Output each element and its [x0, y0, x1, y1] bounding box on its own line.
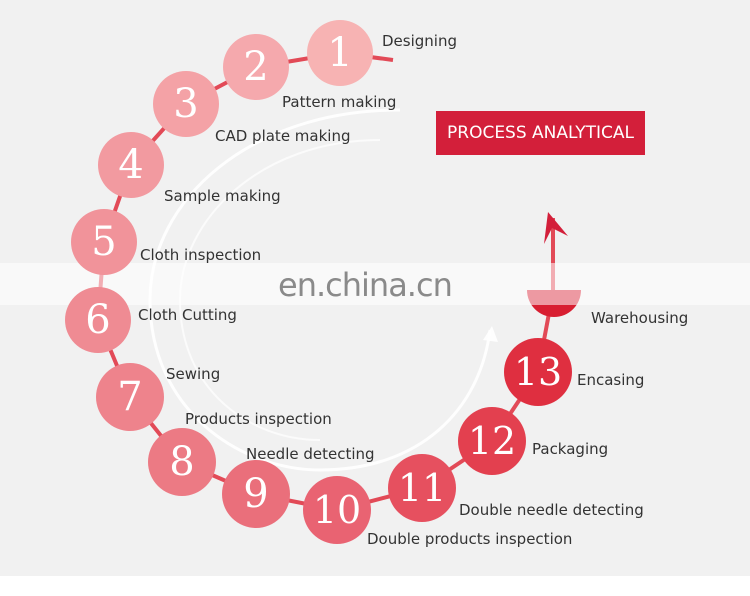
step-circle-13: 13 — [504, 338, 572, 406]
step-circle-1: 1 — [307, 20, 373, 86]
watermark-band — [0, 263, 750, 305]
watermark-text: en.china.cn — [278, 266, 453, 304]
step-label-4: Sample making — [164, 187, 281, 205]
inner-swirl-arrowhead — [483, 326, 498, 342]
arrow-head-icon — [544, 212, 568, 244]
step-label-6: Cloth Cutting — [138, 306, 237, 324]
step-label-5: Cloth inspection — [140, 246, 262, 264]
step-label-10: Double products inspection — [367, 530, 573, 548]
step-label-7: Sewing — [166, 365, 221, 383]
step-circle-8: 8 — [148, 428, 216, 496]
step-circle-3: 3 — [153, 71, 219, 137]
process-title-badge: PROCESS ANALYTICAL — [436, 111, 645, 155]
step-circle-4: 4 — [98, 132, 164, 198]
step-circle-2: 2 — [223, 34, 289, 100]
step-circle-7: 7 — [96, 363, 164, 431]
step-label-12: Packaging — [532, 440, 609, 458]
process-path-line — [96, 51, 555, 512]
bottom-strip — [0, 576, 750, 596]
step-circle-11: 11 — [388, 454, 456, 522]
step-circle-12: 12 — [458, 407, 526, 475]
step-label-2: Pattern making — [282, 93, 397, 111]
inner-swirl-arc — [148, 108, 492, 472]
step-circle-5: 5 — [71, 209, 137, 275]
step-circle-10: 10 — [303, 476, 371, 544]
step-circle-9: 9 — [222, 460, 290, 528]
step-label-11: Double needle detecting — [459, 501, 644, 519]
step-label-13: Encasing — [577, 371, 645, 389]
step-label-1: Designing — [382, 32, 457, 50]
step-label-warehousing: Warehousing — [591, 309, 689, 327]
step-label-9: Needle detecting — [246, 445, 375, 463]
step-circle-6: 6 — [65, 287, 131, 353]
step-label-3: CAD plate making — [215, 127, 351, 145]
step-label-8: Products inspection — [185, 410, 332, 428]
